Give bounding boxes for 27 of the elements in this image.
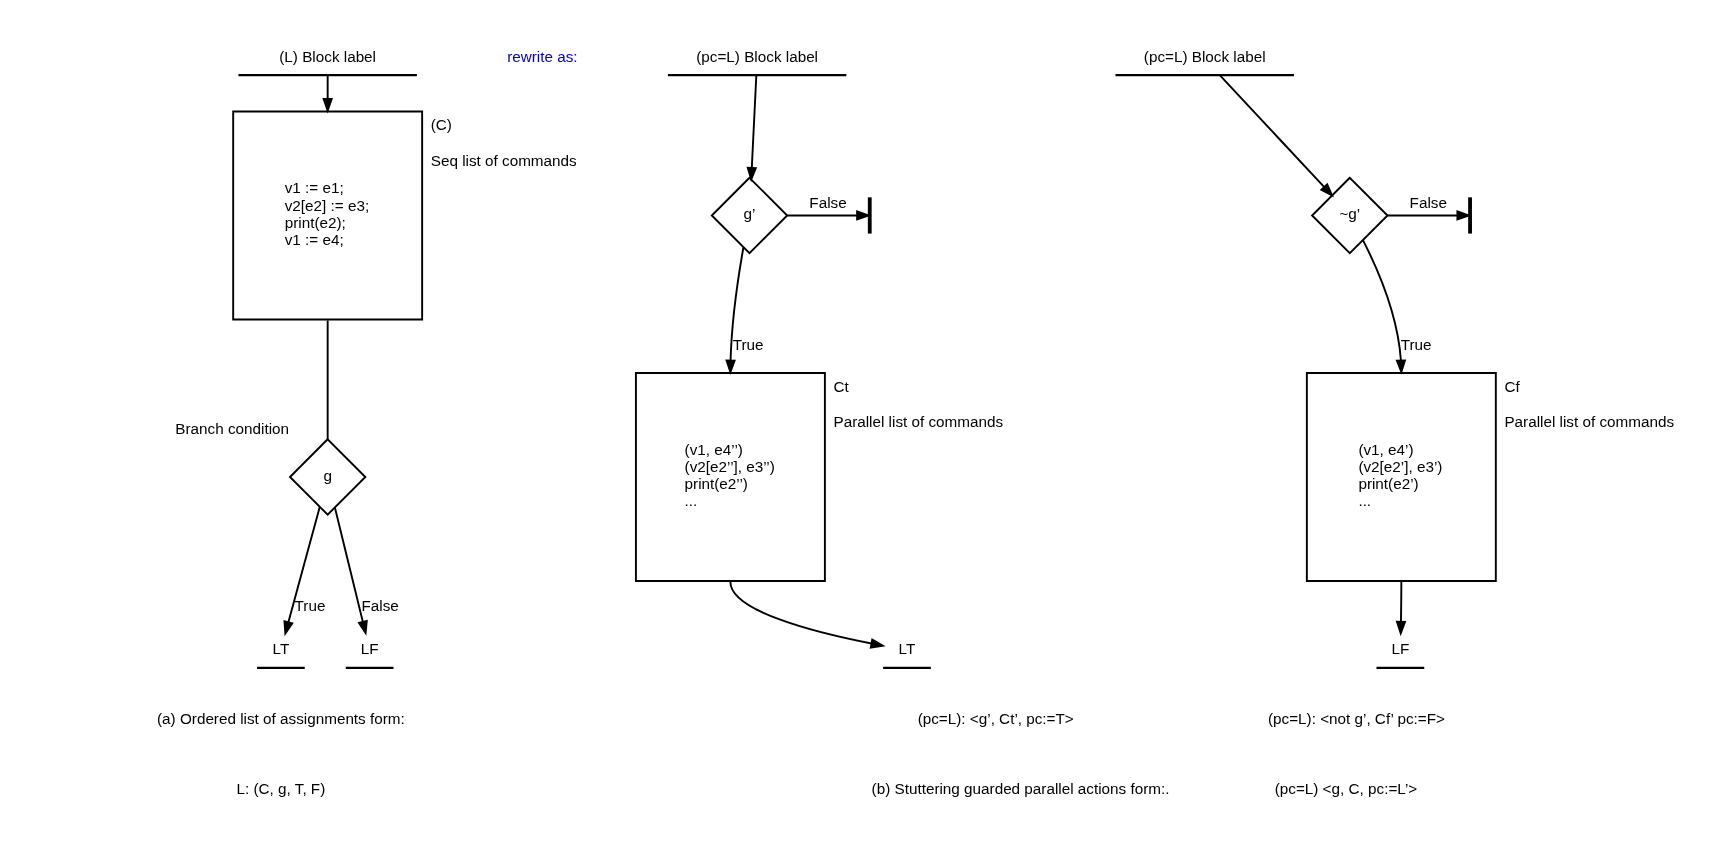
node-text: LF: [1391, 639, 1410, 657]
edge-label: True: [294, 596, 326, 614]
node-label: Ct: [833, 377, 849, 395]
node-text: (L) Block label: [279, 47, 377, 65]
node-label: Parallel list of commands: [1504, 412, 1675, 430]
edge-label: True: [1400, 335, 1432, 353]
node-label: Branch condition: [175, 419, 290, 437]
label: (a) Ordered list of assignments form:: [157, 709, 405, 727]
edge-label: False: [809, 193, 847, 211]
label: (pc=L): <g’, Ct’, pc:=T>: [917, 709, 1074, 727]
node-text: LF: [360, 639, 379, 657]
label: (b) Stuttering guarded parallel actions form:.: [871, 779, 1170, 797]
label: L: (C, g, T, F): [236, 779, 326, 797]
edge-label: False: [1409, 193, 1447, 211]
node-text: (pc=L) Block label: [1143, 47, 1266, 65]
label: (pc=L) <g, C, pc:=L’>: [1274, 779, 1418, 797]
label: rewrite as:: [507, 47, 578, 65]
node-label: Cf: [1504, 377, 1520, 395]
node-label: Seq list of commands: [430, 151, 577, 169]
node-label: Parallel list of commands: [833, 412, 1004, 430]
node-label: (C): [430, 115, 452, 133]
node-text: LT: [272, 639, 290, 657]
node-text: (pc=L) Block label: [696, 47, 819, 65]
label: (pc=L): <not g’, Cf’ pc:=F>: [1267, 709, 1445, 727]
node-text: LT: [898, 639, 916, 657]
edge-label: True: [732, 335, 764, 353]
edge-label: False: [361, 596, 399, 614]
